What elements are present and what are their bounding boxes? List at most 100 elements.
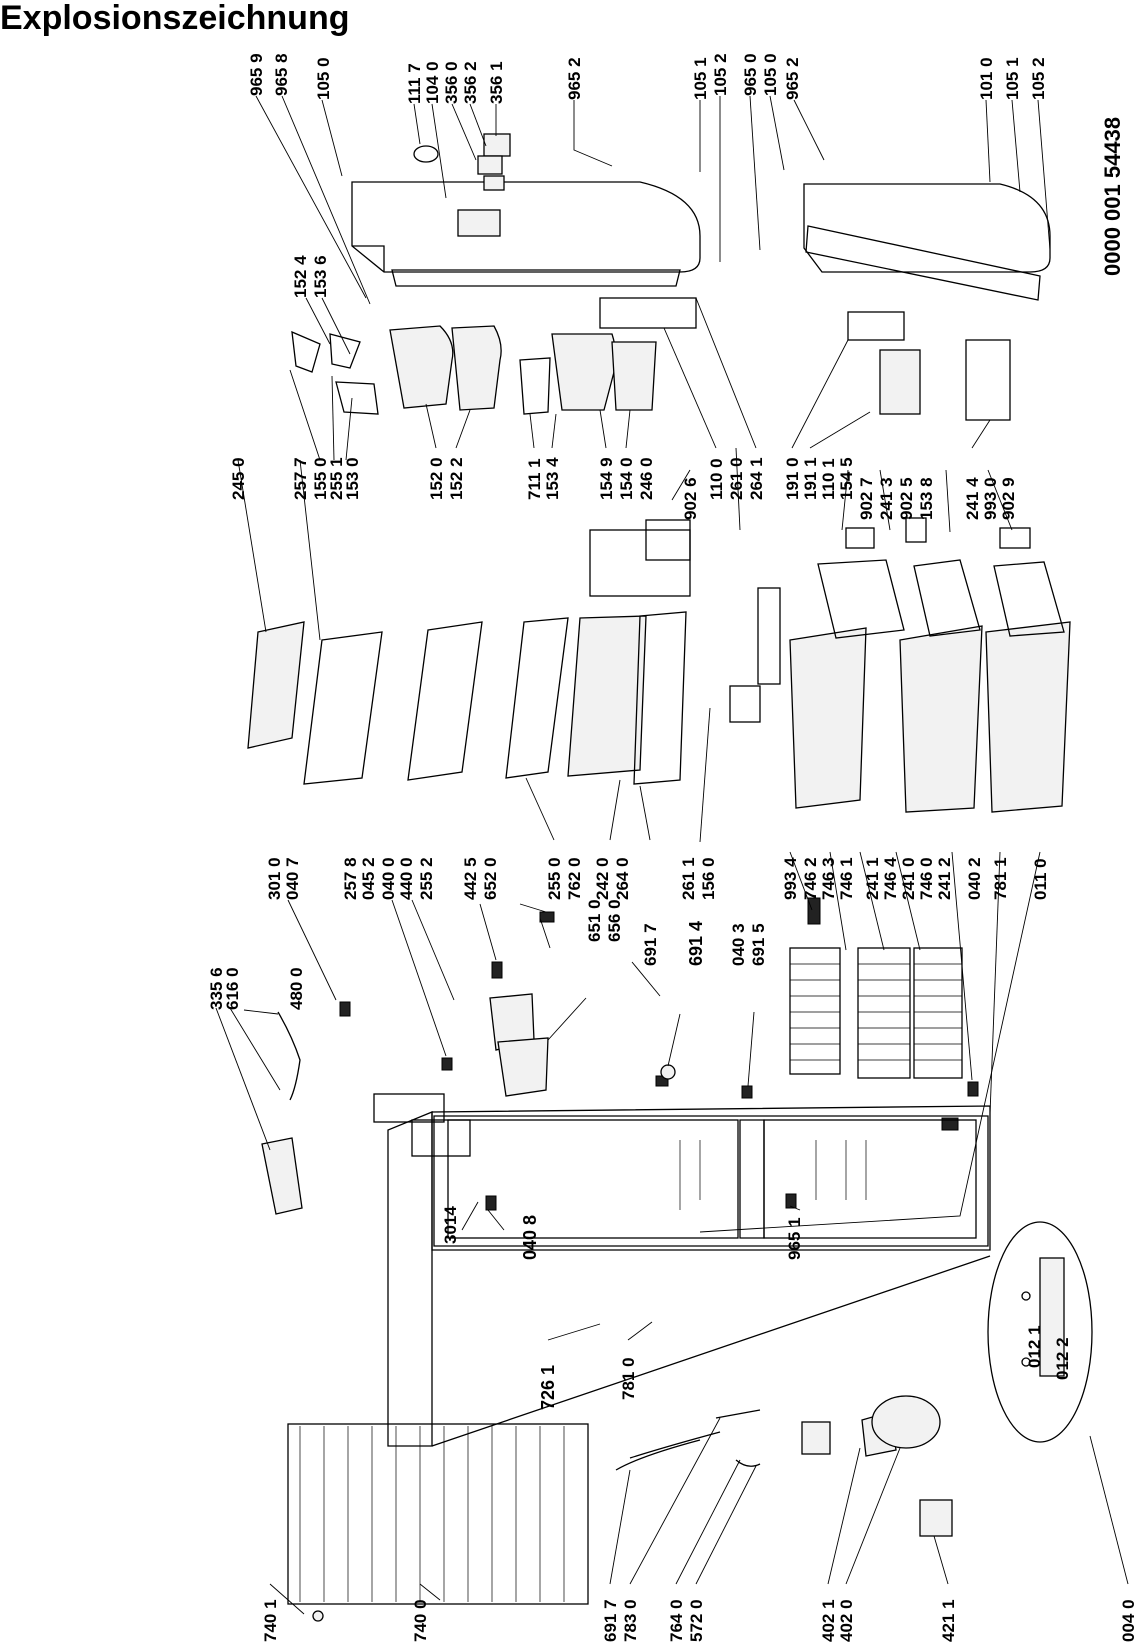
leader-lines (215, 95, 1129, 1615)
callout-label: 965 8 (272, 53, 291, 96)
callout-label: 261 1 (679, 857, 698, 900)
callout-label: 154 5 (837, 457, 856, 500)
callout-label: 781 0 (619, 1357, 638, 1400)
callout-label: 152 2 (447, 457, 466, 500)
callout-label: 105 0 (761, 53, 780, 96)
callout-label: 045 2 (359, 857, 378, 900)
callout-label: 012 2 (1053, 1337, 1072, 1380)
callout-label: 902 9 (999, 477, 1018, 520)
callout-label: 155 0 (311, 457, 330, 500)
callout-label: 902 6 (681, 477, 700, 520)
callout-label: 257 8 (341, 857, 360, 900)
callout-label: 993 4 (781, 857, 800, 900)
callout-label: 255 1 (327, 457, 346, 500)
callout-label: 153 8 (917, 477, 936, 520)
callout-label: 105 1 (1003, 57, 1022, 100)
callout-label: 726 1 (538, 1365, 558, 1410)
callout-label: 110 0 (707, 458, 726, 500)
callout-label: 241 3 (877, 477, 896, 520)
callout-label: 105 0 (314, 57, 333, 100)
callout-label: 442 5 (461, 857, 480, 900)
callout-label: 261 0 (727, 457, 746, 500)
callout-label: 711 1 (525, 458, 544, 500)
hinge-detail-inset (987, 1221, 1093, 1443)
callout-label: 011 0 (1031, 858, 1050, 900)
callout-label: 651 0 (585, 899, 604, 942)
callout-label: 154 0 (617, 457, 636, 500)
callout-label: 191 0 (783, 457, 802, 500)
callout-label: 740 0 (411, 1599, 430, 1642)
callout-label: 965 9 (247, 53, 266, 96)
callout-label: 762 0 (565, 857, 584, 900)
callout-label: 616 0 (223, 967, 242, 1010)
callout-label: 656 0 (605, 899, 624, 942)
callout-label: 101 0 (977, 57, 996, 100)
callout-label: 105 2 (711, 53, 730, 96)
callout-label: 480 0 (287, 967, 306, 1010)
callout-label: 246 0 (637, 457, 656, 500)
crisper-boxes (567, 519, 691, 785)
callout-label: 257 7 (291, 457, 310, 500)
callout-label: 004 0 (1119, 1599, 1138, 1642)
callout-label: 110 1 (819, 458, 838, 500)
callout-label: 153 4 (543, 457, 562, 500)
callout-label: 104 0 (423, 61, 442, 104)
callout-label: 764 0 (667, 1599, 686, 1642)
callout-label: 356 0 (442, 61, 461, 104)
callout-label: 740 1 (261, 1599, 280, 1642)
callout-label: 746 4 (881, 857, 900, 900)
callout-label: 746 2 (801, 857, 820, 900)
callout-label: 012 1 (1025, 1325, 1044, 1368)
callout-label: 040 0 (379, 857, 398, 900)
callout-label: 965 2 (565, 57, 584, 100)
callout-label: 691 7 (601, 1599, 620, 1642)
callout-label: 691 5 (749, 923, 768, 966)
callout-label: 245 0 (229, 457, 248, 500)
callout-label: 902 7 (857, 477, 876, 520)
callout-label: 993 0 (981, 477, 1000, 520)
control-box (261, 1011, 303, 1215)
callout-label: 783 0 (621, 1599, 640, 1642)
callout-label: 241 4 (963, 477, 982, 520)
page-title: Explosionszeichnung (0, 0, 350, 37)
callout-label: 040 7 (283, 857, 302, 900)
callout-label: 356 1 (487, 61, 506, 104)
callout-label: 241 0 (899, 857, 918, 900)
callout-label: 572 0 (687, 1599, 706, 1642)
glass-shelves (247, 617, 569, 785)
evaporator-plates (729, 587, 963, 1079)
callout-label: 652 0 (481, 857, 500, 900)
callout-label: 691 4 (686, 921, 706, 966)
callout-label: 965 2 (783, 57, 802, 100)
cabinet-body (373, 1093, 991, 1447)
callout-label: 040 2 (965, 857, 984, 900)
callout-label: 255 0 (545, 857, 564, 900)
callout-label: 040 3 (729, 923, 748, 966)
callout-label: 242 0 (593, 857, 612, 900)
callout-label: 301 0 (265, 857, 284, 900)
callout-label: 356 2 (461, 61, 480, 104)
callout-label: 402 1 (819, 1599, 838, 1642)
callout-label: 3014 (441, 1206, 460, 1244)
callout-label: 264 1 (747, 457, 766, 500)
callout-label: 154 9 (597, 457, 616, 500)
callout-label: 241 2 (935, 857, 954, 900)
callout-label: 153 0 (343, 457, 362, 500)
freezer-drawers (789, 517, 1071, 813)
callout-label: 402 0 (837, 1599, 856, 1642)
callout-label: 153 6 (311, 255, 330, 298)
callout-label: 191 1 (801, 457, 820, 500)
callout-label: 902 5 (897, 477, 916, 520)
door-balconies (291, 325, 1011, 421)
callout-label: 040 8 (520, 1215, 540, 1260)
callout-label: 255 2 (417, 857, 436, 900)
callout-label: 746 3 (819, 857, 838, 900)
callout-label: 264 0 (613, 857, 632, 900)
callout-label: 421 1 (939, 1599, 958, 1642)
callout-label: 241 1 (863, 857, 882, 900)
freezer-door (803, 183, 1051, 341)
callout-label: 105 2 (1029, 57, 1048, 100)
compressor (615, 1395, 953, 1537)
callout-label: 111 7 (405, 63, 424, 104)
